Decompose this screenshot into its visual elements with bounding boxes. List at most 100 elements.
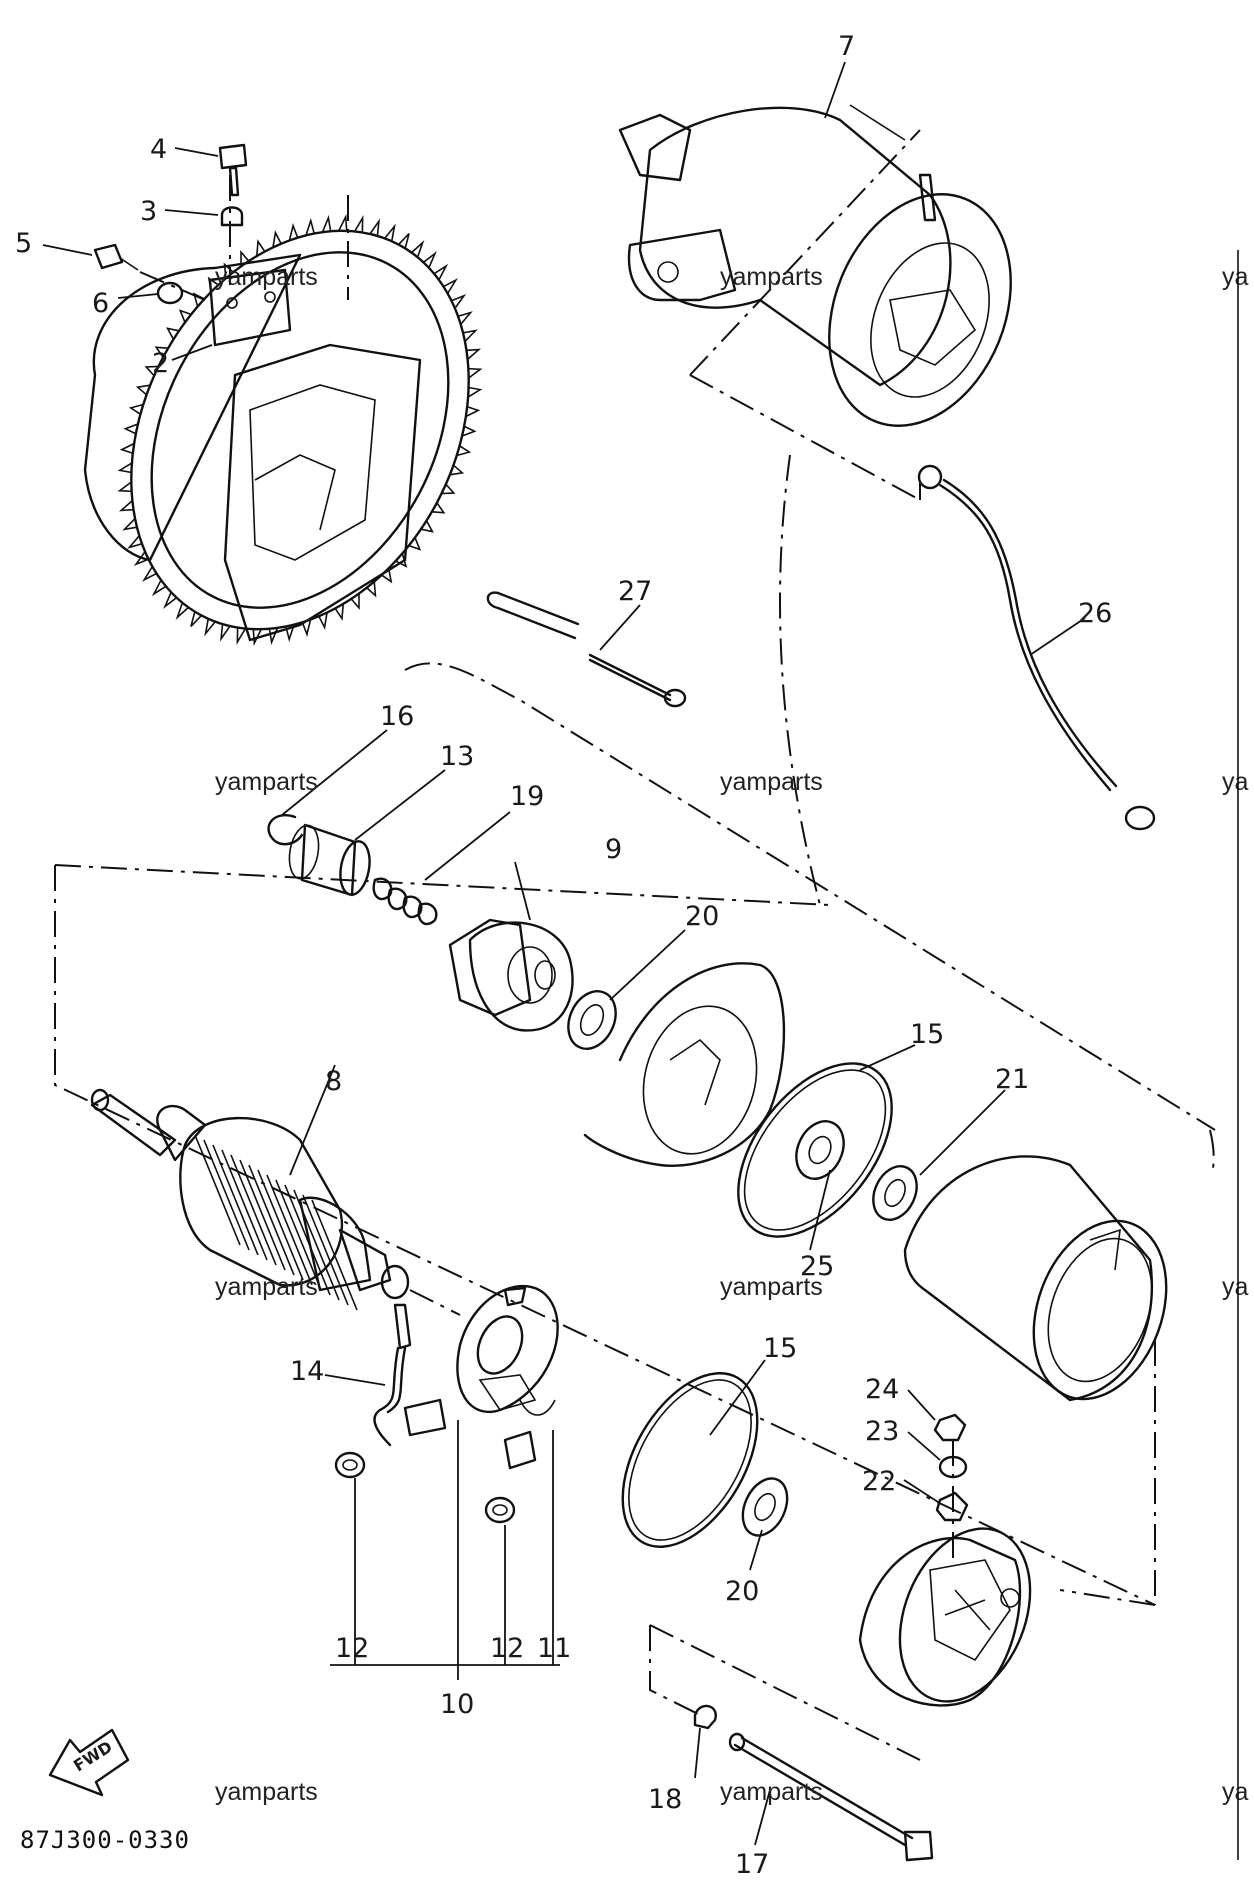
armature-winding [194,1134,241,1246]
gear-tooth [381,568,393,584]
washer-18 [693,1704,717,1730]
starter-motor-assembly [618,104,1012,501]
nut-6 [156,281,184,305]
callout-27: 27 [618,576,652,607]
yoke-housing [903,1155,1168,1402]
snap-ring-16 [267,814,304,846]
gear-tooth [318,612,328,630]
callout-15-lower: 15 [763,1333,797,1364]
nut-22 [935,1491,969,1522]
gear-tooth [350,593,360,611]
spring-19 [372,877,438,926]
washer-3 [220,206,244,227]
gear-tooth [456,445,472,457]
watermark: yamparts [215,1778,318,1806]
watermark: yamparts [215,263,318,291]
callout-14: 14 [290,1356,324,1387]
gear-tooth [395,553,408,568]
rear-cover [858,1527,1032,1707]
brush-14 [373,1303,537,1470]
gear-tooth [118,500,134,512]
gear-tooth [305,217,315,236]
callout-labels: 4 3 5 6 2 7 27 26 16 13 19 9 20 15 21 25… [15,31,1112,1880]
gear-tooth [431,502,446,514]
watermark: yamparts [720,1273,823,1301]
gear-tooth [166,327,180,340]
gear-tooth [240,249,250,267]
gear-tooth [422,251,437,269]
gear-tooth [175,602,190,621]
fwd-arrow-icon [48,1728,130,1797]
callout-9: 9 [605,834,622,865]
gear-tooth [384,223,396,242]
watermark-clipped: ya [1222,768,1249,796]
gear-tooth [420,520,434,533]
watermark: yamparts [720,1778,823,1806]
gear-tooth [151,579,167,597]
washer-21 [872,1165,918,1221]
armature-winding [212,1144,259,1256]
callout-16: 16 [380,701,414,732]
watermark-clipped: ya [1222,263,1249,291]
gear-tooth [466,348,482,360]
callout-19: 19 [510,781,544,812]
gear-tooth [252,628,263,647]
bracket-2 [208,268,292,347]
gear-tooth [449,464,465,476]
gear-tooth [398,233,410,249]
gear-tooth [142,566,157,582]
bolt-4 [218,143,248,197]
ring-gear-teeth [117,213,483,647]
watermark: yamparts [720,768,823,796]
gear-tooth [119,442,135,454]
gear-tooth [337,213,348,232]
gear-tooth [353,215,364,233]
callout-20-lower: 20 [725,1576,759,1607]
gear-tooth [457,311,473,325]
callout-11: 11 [537,1633,571,1664]
gear-tooth [128,403,144,415]
callout-15-upper: 15 [910,1019,944,1050]
brush-spring-12-right [484,1496,516,1524]
gear-tooth [468,367,483,379]
gear-tooth [465,406,481,418]
callout-21: 21 [995,1064,1029,1095]
gear-tooth [272,230,282,248]
watermark: yamparts [215,1273,318,1301]
callout-12-right: 12 [490,1633,524,1664]
gear-tooth [127,535,143,549]
callout-25: 25 [800,1251,834,1282]
gear-tooth [163,591,178,609]
callout-8: 8 [325,1066,342,1097]
gear-tooth [369,218,381,236]
watermark-clipped: ya [1222,1778,1249,1806]
armature-winding [239,1159,286,1271]
gear-tooth [117,462,133,474]
gear-tooth [462,329,478,343]
gear-tooth [301,619,312,637]
washer-20-upper [567,990,617,1050]
armature-winding [275,1179,322,1291]
callout-22: 22 [862,1466,896,1497]
through-bolt-17 [728,1732,934,1862]
lead-wire-26 [917,464,1156,831]
collar-13 [288,823,371,897]
gear-tooth [135,384,151,396]
o-ring-15-upper [737,1062,893,1238]
gear-tooth [366,581,377,598]
callout-3: 3 [140,196,157,227]
armature-8 [90,1088,461,1316]
callout-23: 23 [865,1416,899,1447]
washer-25 [795,1120,845,1180]
gear-tooth [255,239,266,257]
armature-winding [203,1139,250,1251]
armature-winding [257,1169,304,1281]
lead-27 [486,591,687,708]
armature-winding [248,1164,295,1276]
gear-tooth [117,481,132,493]
callout-5: 5 [15,228,32,259]
callout-4: 4 [150,134,167,165]
gear-tooth [219,624,231,642]
callout-24: 24 [865,1374,899,1405]
